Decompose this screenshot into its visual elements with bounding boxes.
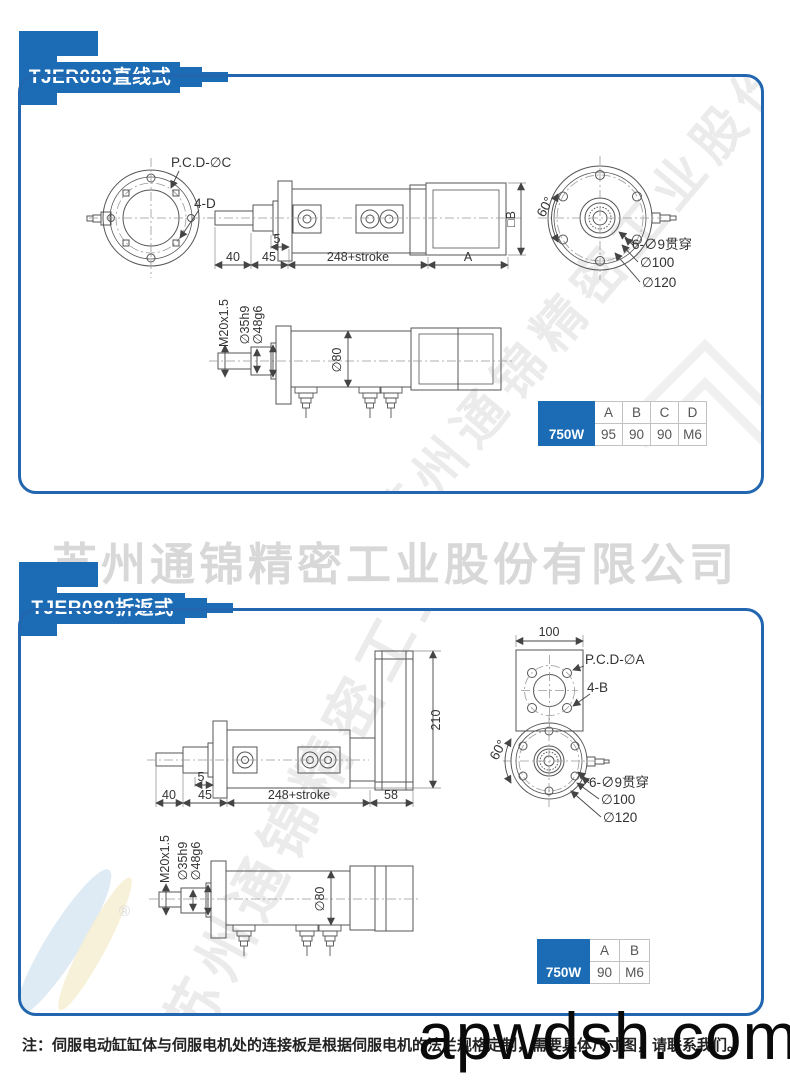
svg-text:∅48g6: ∅48g6 xyxy=(251,306,265,345)
val-D: M6 xyxy=(678,423,707,446)
tab-linear-step2 xyxy=(202,72,228,82)
svg-text:248+stroke: 248+stroke xyxy=(327,250,389,264)
panel-folded: 苏州通锦精密工业股份有限公司 ® 100 xyxy=(18,608,764,1016)
svg-text:6-∅9贯穿: 6-∅9贯穿 xyxy=(589,775,649,790)
svg-text:60°: 60° xyxy=(534,194,557,219)
svg-text:45: 45 xyxy=(262,250,276,264)
watermark-company-horizontal: 苏州通锦精密工业股份有限公司 xyxy=(51,539,738,590)
svg-text:A: A xyxy=(464,250,473,264)
svg-text:40: 40 xyxy=(162,788,176,802)
svg-text:∅100: ∅100 xyxy=(601,792,635,807)
svg-text:4-D: 4-D xyxy=(194,196,216,211)
col-B: B xyxy=(622,401,651,424)
tab-linear-title: TJER080直线式 xyxy=(20,62,180,93)
tab-linear-step xyxy=(180,67,202,87)
svg-text:∅120: ∅120 xyxy=(642,275,676,290)
val-B: 90 xyxy=(622,423,651,446)
decor-step-block-2b xyxy=(57,562,98,587)
svg-text:45: 45 xyxy=(198,788,212,802)
panel-linear-drawing: P.C.D-∅C 4-D xyxy=(86,155,761,449)
row-750w: 750W xyxy=(538,423,595,446)
svg-text:5: 5 xyxy=(274,232,281,246)
dim-table-folded: A B 750W 90 M6 xyxy=(537,939,650,984)
svg-text:5: 5 xyxy=(198,770,205,784)
row2-750w: 750W xyxy=(537,961,590,984)
panel-linear: 苏州通锦精密工业股份有限公司 xyxy=(18,74,764,494)
panel-folded-drawing: 100 P.C.D-∅A 4-B xyxy=(147,625,649,956)
decor-step-block-1b xyxy=(57,31,98,56)
svg-text:□B: □B xyxy=(504,211,518,227)
val2-B: M6 xyxy=(619,961,650,984)
registered-trademark: ® xyxy=(119,903,131,920)
svg-text:6-∅9贯穿: 6-∅9贯穿 xyxy=(632,237,692,252)
table2-corner xyxy=(537,939,590,962)
svg-text:60°: 60° xyxy=(487,737,510,762)
svg-text:210: 210 xyxy=(429,710,443,731)
svg-text:4-B: 4-B xyxy=(587,680,608,695)
col2-A: A xyxy=(589,939,620,962)
svg-text:40: 40 xyxy=(226,250,240,264)
svg-text:100: 100 xyxy=(539,625,560,639)
col2-B: B xyxy=(619,939,650,962)
svg-text:∅35h9: ∅35h9 xyxy=(176,842,190,881)
dim-table-linear: A B C D 750W 95 90 90 M6 xyxy=(538,401,707,446)
svg-text:∅48g6: ∅48g6 xyxy=(189,842,203,881)
table-corner xyxy=(538,401,595,424)
svg-text:∅80: ∅80 xyxy=(313,887,327,912)
watermark-site: apwdsh.com xyxy=(418,999,790,1073)
col-C: C xyxy=(650,401,679,424)
val-A: 95 xyxy=(594,423,623,446)
svg-text:∅120: ∅120 xyxy=(603,810,637,825)
val2-A: 90 xyxy=(589,961,620,984)
val-C: 90 xyxy=(650,423,679,446)
svg-text:P.C.D-∅A: P.C.D-∅A xyxy=(585,652,645,667)
col-A: A xyxy=(594,401,623,424)
svg-text:∅100: ∅100 xyxy=(640,255,674,270)
svg-text:M20x1.5: M20x1.5 xyxy=(158,835,172,883)
svg-text:∅80: ∅80 xyxy=(330,348,344,373)
footnote: 注：伺服电动缸缸体与伺服电机处的连接板是根据伺服电机的法兰规格定制，需要具体尺寸… xyxy=(22,1037,743,1054)
svg-text:P.C.D-∅C: P.C.D-∅C xyxy=(171,155,232,170)
svg-text:248+stroke: 248+stroke xyxy=(268,788,330,802)
svg-text:58: 58 xyxy=(384,788,398,802)
svg-text:∅35h9: ∅35h9 xyxy=(238,306,252,345)
svg-text:M20x1.5: M20x1.5 xyxy=(217,299,231,347)
col-D: D xyxy=(678,401,707,424)
